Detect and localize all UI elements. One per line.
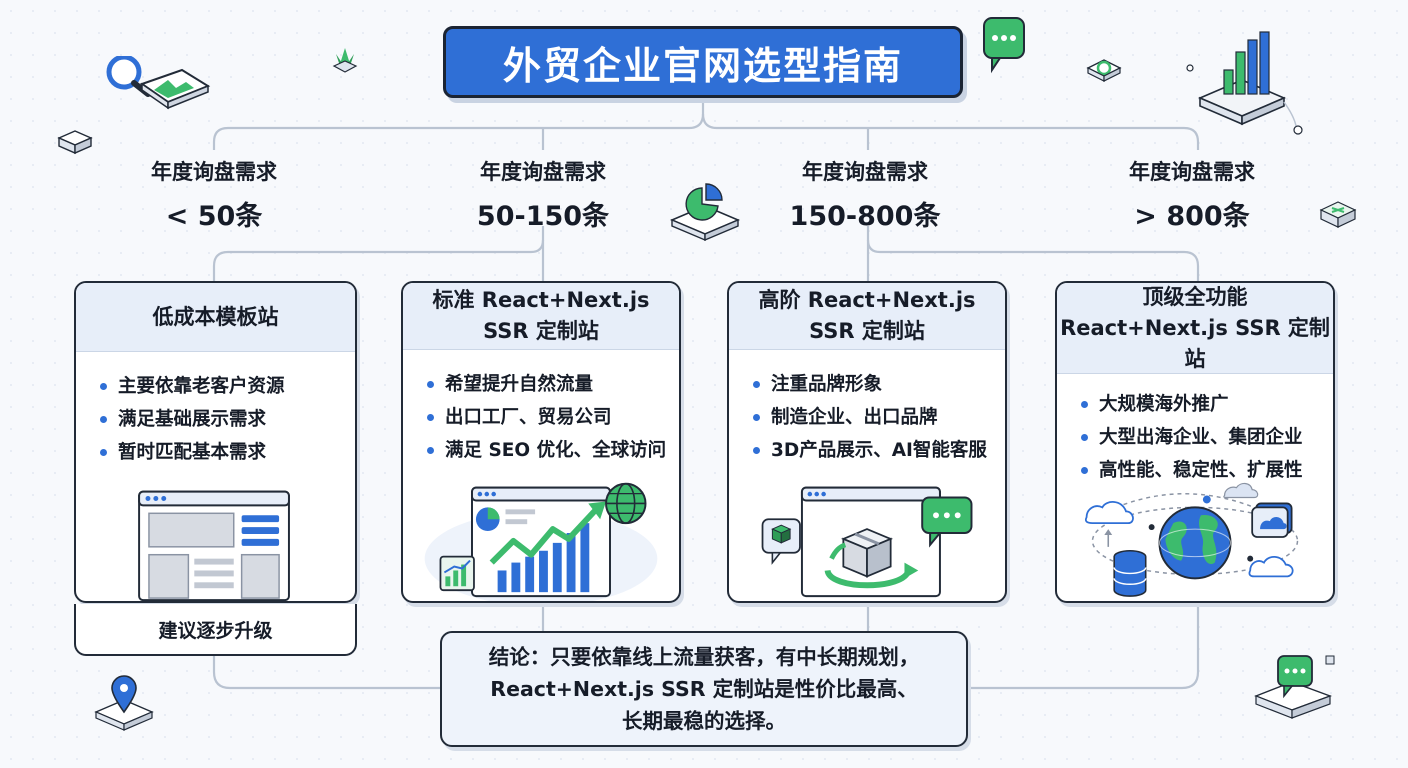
- chat-device-icon: [1254, 655, 1335, 719]
- conclusion-line-3: 长期最稳的选择。: [622, 709, 786, 733]
- card-bullet-list: 主要依靠老客户资源 满足基础展示需求 暂时匹配基本需求: [98, 370, 355, 469]
- card-subtitle: SSR 定制站: [809, 319, 925, 343]
- chat-bubble-icon: [983, 17, 1025, 74]
- conclusion-line-1: 结论：只要依靠线上流量获客，有中长期规划，: [488, 645, 920, 669]
- conclusion-box: 结论：只要依靠线上流量获客，有中长期规划， React+Next.js SSR …: [440, 631, 968, 747]
- card-title: 标准 React+Next.js: [432, 288, 650, 312]
- plant-icon: [332, 48, 358, 73]
- box-icon: [1319, 201, 1357, 228]
- card-title: 顶级全功能: [1142, 284, 1248, 309]
- option-card-standard-ssr: 标准 React+Next.js SSR 定制站 希望提升自然流量 出口工厂、贸…: [401, 281, 681, 603]
- search-image-icon: [106, 56, 211, 110]
- bullet-item: 主要依靠老客户资源: [98, 370, 355, 403]
- bullet-item: 满足基础展示需求: [98, 403, 355, 436]
- card-header: 顶级全功能 React+Next.js SSR 定制站: [1057, 283, 1333, 374]
- option-card-full-featured-ssr: 顶级全功能 React+Next.js SSR 定制站 大规模海外推广 大型出海…: [1055, 281, 1335, 603]
- target-icon: [1086, 59, 1122, 82]
- template-website-icon: [138, 490, 290, 601]
- bullet-item: 大型出海企业、集团企业: [1079, 421, 1333, 454]
- card-header: 标准 React+Next.js SSR 定制站: [403, 283, 679, 350]
- bullet-item: 3D产品展示、AI智能客服: [751, 434, 1005, 467]
- card-footer-upgrade: 建议逐步升级: [74, 604, 357, 656]
- tier-caption: 年度询盘需求: [151, 160, 277, 184]
- pie-chart-icon: [669, 183, 741, 242]
- tier-label-2: 年度询盘需求 50-150条: [423, 156, 663, 233]
- option-card-template-site: 低成本模板站 主要依靠老客户资源 满足基础展示需求 暂时匹配基本需求: [74, 281, 357, 603]
- tier-label-4: 年度询盘需求 > 800条: [1072, 156, 1312, 233]
- 3d-product-chat-icon: [761, 486, 973, 598]
- page-title: 外贸企业官网选型指南: [443, 26, 963, 98]
- location-pin-icon: [94, 675, 154, 731]
- tier-range: < 50条: [165, 201, 263, 232]
- tier-label-1: 年度询盘需求 < 50条: [94, 156, 334, 233]
- tier-caption: 年度询盘需求: [480, 160, 606, 184]
- card-bullet-list: 大规模海外推广 大型出海企业、集团企业 高性能、稳定性、扩展性: [1079, 388, 1333, 487]
- tier-caption: 年度询盘需求: [1129, 160, 1255, 184]
- card-title: 低成本模板站: [152, 304, 279, 329]
- card-header: 高阶 React+Next.js SSR 定制站: [729, 283, 1005, 350]
- card-bullet-list: 希望提升自然流量 出口工厂、贸易公司 满足 SEO 优化、全球访问: [425, 368, 679, 467]
- bullet-item: 暂时匹配基本需求: [98, 436, 355, 469]
- tier-label-3: 年度询盘需求 150-800条: [745, 156, 985, 233]
- global-cloud-network-icon: [1084, 482, 1299, 597]
- tier-range: > 800条: [1134, 201, 1250, 232]
- tier-range: 150-800条: [789, 201, 941, 232]
- bullet-item: 制造企业、出口品牌: [751, 401, 1005, 434]
- card-title: 高阶 React+Next.js: [758, 288, 976, 312]
- tier-caption: 年度询盘需求: [802, 160, 928, 184]
- bullet-item: 注重品牌形象: [751, 368, 1005, 401]
- cube-icon: [57, 130, 93, 155]
- bullet-item: 大规模海外推广: [1079, 388, 1333, 421]
- tier-range: 50-150条: [476, 201, 610, 232]
- option-card-advanced-ssr: 高阶 React+Next.js SSR 定制站 注重品牌形象 制造企业、出口品…: [727, 281, 1007, 603]
- card-subtitle: SSR 定制站: [483, 319, 599, 343]
- bar-graph-icon: [1186, 31, 1303, 135]
- card-subtitle: React+Next.js SSR 定制站: [1060, 315, 1330, 371]
- card-header: 低成本模板站: [76, 283, 355, 352]
- bullet-item: 希望提升自然流量: [425, 368, 679, 401]
- bullet-item: 高性能、稳定性、扩展性: [1079, 454, 1333, 487]
- bullet-item: 满足 SEO 优化、全球访问: [425, 434, 679, 467]
- traffic-growth-chart-icon: [424, 482, 658, 601]
- conclusion-line-2: React+Next.js SSR 定制站是性价比最高、: [490, 677, 918, 701]
- bullet-item: 出口工厂、贸易公司: [425, 401, 679, 434]
- card-bullet-list: 注重品牌形象 制造企业、出口品牌 3D产品展示、AI智能客服: [751, 368, 1005, 467]
